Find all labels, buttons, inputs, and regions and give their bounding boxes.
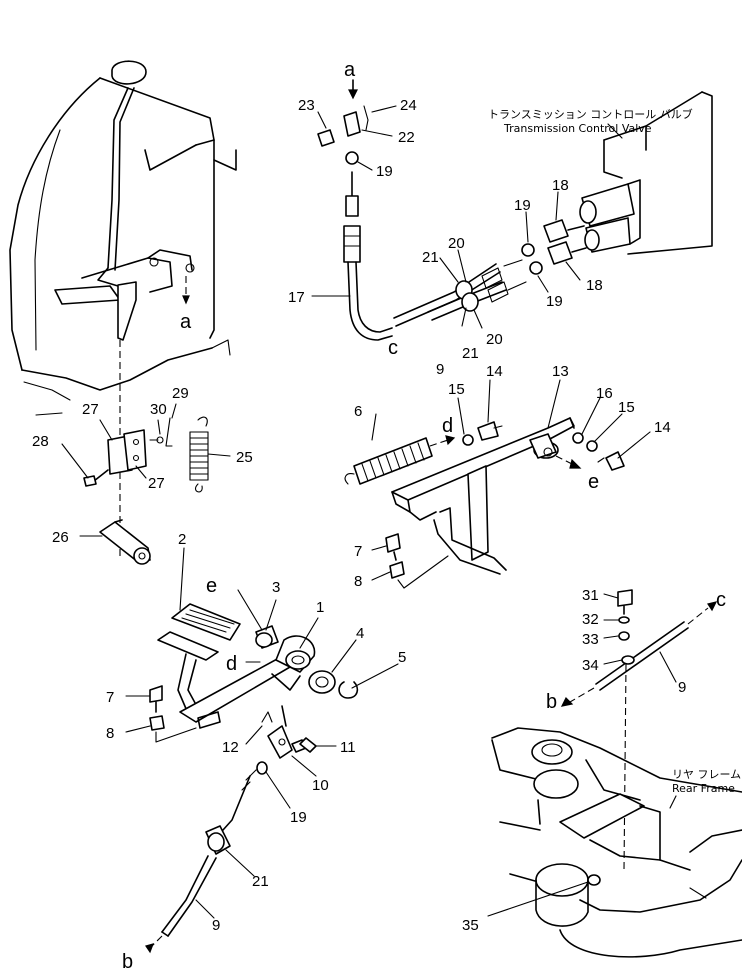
nuts-19-right [521, 243, 543, 275]
callout-8-lower: 8 [106, 725, 114, 742]
spring-25 [189, 416, 209, 493]
bolt-14-washer-15-upper [462, 421, 503, 446]
washers-16-15-bolt-14-right [572, 432, 625, 471]
callout-19-lower: 19 [290, 809, 307, 826]
letter-d-spring: d [442, 415, 453, 437]
callout-31: 31 [582, 587, 599, 604]
cable-9-lower [145, 761, 268, 954]
callout-17: 17 [288, 289, 305, 306]
letter-e-bracket: e [588, 471, 599, 493]
callout-8-upper: 8 [354, 573, 362, 590]
leader-lines [61, 105, 677, 919]
pin-12 [261, 711, 273, 723]
letter-a-left: a [180, 311, 192, 333]
letter-b-right: b [546, 691, 557, 713]
callout-16: 16 [596, 385, 613, 402]
callout-4: 4 [356, 625, 364, 642]
callout-22: 22 [398, 129, 415, 146]
callout-9-lower: 9 [212, 917, 220, 934]
console-cover [9, 77, 237, 416]
bolt-7-nut-8-upper [385, 533, 449, 589]
callout-9-right: 9 [678, 679, 686, 696]
letter-e-pedal: e [206, 575, 217, 597]
callout-32: 32 [582, 611, 599, 628]
callout-labels: 23 24 22 19 17 21 20 9 21 20 19 19 18 18… [32, 97, 686, 934]
callout-9-upper: 9 [436, 361, 444, 378]
caption-tcv-japanese: トランスミッション コントロール バルブ [488, 107, 693, 121]
callout-14-right: 14 [654, 419, 671, 436]
connection-letters: a a b b c c d d e e [122, 59, 726, 972]
bracket-13 [391, 417, 582, 575]
callout-2: 2 [178, 531, 186, 548]
callout-20-upper: 20 [448, 235, 465, 252]
callout-21-mid: 21 [462, 345, 479, 362]
caption-rear-frame-english: Rear Frame [672, 782, 735, 795]
callout-13: 13 [552, 363, 569, 380]
captions: トランスミッション コントロール バルブ Transmission Contro… [488, 107, 741, 795]
callout-21-lower: 21 [252, 873, 269, 890]
rear-frame [491, 727, 742, 958]
pedal-shaft-1 [179, 635, 316, 729]
callout-19-right-upper: 19 [514, 197, 531, 214]
callout-27-right: 27 [148, 475, 165, 492]
callout-21-upper: 21 [422, 249, 439, 266]
callout-19-right-lower: 19 [546, 293, 563, 310]
rod-9-right [560, 601, 718, 707]
cable-9-upper [393, 259, 527, 327]
callout-6: 6 [354, 403, 362, 420]
callout-11: 11 [340, 739, 356, 756]
callout-35: 35 [462, 917, 479, 934]
callout-15-right: 15 [618, 399, 635, 416]
callout-19-top: 19 [376, 163, 393, 180]
lever-26 [99, 519, 151, 565]
callout-23: 23 [298, 97, 315, 114]
letter-c-right: c [716, 589, 726, 611]
callout-1: 1 [316, 599, 324, 616]
cable-17-assembly [317, 79, 393, 341]
callout-10: 10 [312, 777, 329, 794]
letter-c-upper: c [388, 337, 398, 359]
snap-ring-5 [338, 681, 359, 699]
callout-15-upper: 15 [448, 381, 465, 398]
washer-4 [308, 670, 336, 694]
caption-tcv-english: Transmission Control Valve [503, 122, 652, 135]
bushing-3 [255, 625, 279, 649]
callout-29: 29 [172, 385, 189, 402]
callout-18-upper: 18 [552, 177, 569, 194]
bolt-7-and-nut-8-lower [149, 685, 197, 743]
callout-20-mid: 20 [486, 331, 503, 348]
callout-18-lower: 18 [586, 277, 603, 294]
letter-d-pedal: d [226, 653, 237, 675]
frame-centerline [623, 663, 627, 871]
callout-34: 34 [582, 657, 599, 674]
callout-3: 3 [272, 579, 280, 596]
callout-5: 5 [398, 649, 406, 666]
callout-12: 12 [222, 739, 239, 756]
lever-bracket [54, 249, 195, 341]
callout-33: 33 [582, 631, 599, 648]
callout-28: 28 [32, 433, 49, 450]
callout-7-upper: 7 [354, 543, 362, 560]
transmission-control-valve [579, 91, 713, 255]
callout-14-upper: 14 [486, 363, 503, 380]
shift-lever [97, 60, 147, 287]
caption-rear-frame-japanese: リヤ フレーム [672, 768, 741, 781]
callout-24: 24 [400, 97, 417, 114]
clevis-18 [543, 219, 587, 265]
callout-7-lower: 7 [106, 689, 114, 706]
bolt-31-washers-32-33 [617, 589, 633, 641]
callout-27-left: 27 [82, 401, 99, 418]
yoke-10 [267, 705, 307, 759]
letter-a-top: a [344, 59, 356, 81]
callout-26: 26 [52, 529, 69, 546]
callout-30: 30 [150, 401, 167, 418]
callout-25: 25 [236, 449, 253, 466]
spring-6 [344, 435, 456, 485]
letter-b-lower: b [122, 951, 133, 972]
bracket-27 [83, 417, 173, 487]
